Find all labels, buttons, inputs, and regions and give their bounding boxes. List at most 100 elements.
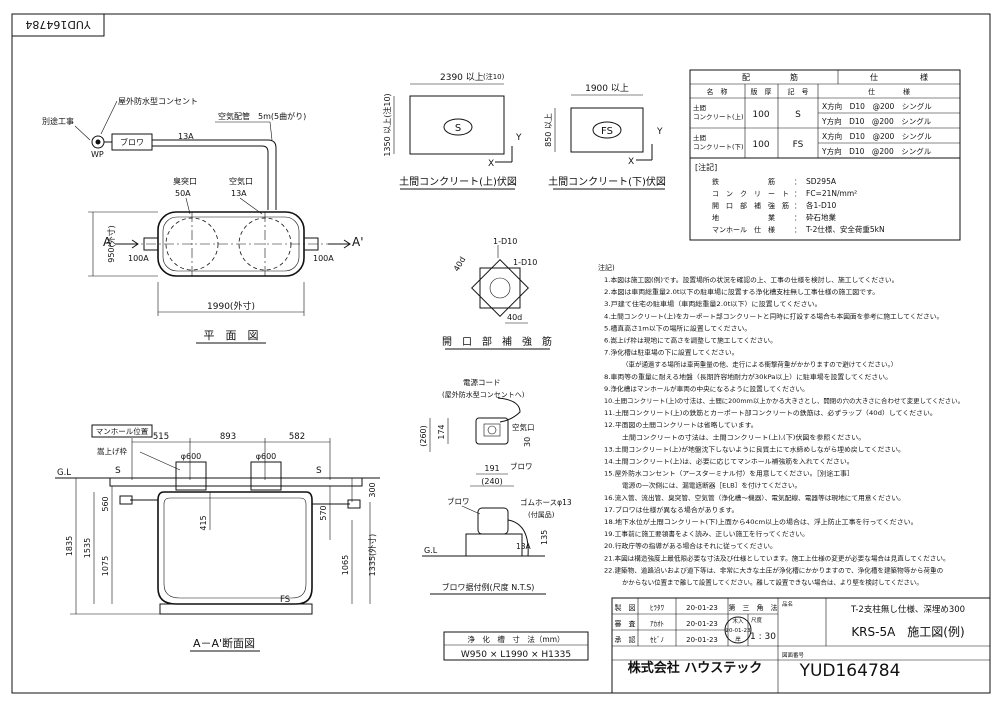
spec-note-colon: ： — [794, 178, 801, 186]
blower-base — [465, 533, 523, 557]
notes-list: 1.本図は施工図(例)です。設置場所の状況を確認の上、工事の仕様を検討し、施工し… — [604, 275, 964, 587]
tank-section-inner — [163, 497, 307, 599]
air-port-detail: 空気口 — [512, 422, 535, 432]
tb-projection: 第 三 角 法 — [729, 603, 778, 612]
spec-row1-name-a: 土間 — [693, 103, 706, 112]
slab-upper-width: 2390 以上 — [440, 72, 484, 83]
riser-1 — [175, 461, 207, 491]
cord-outlet: (屋外防水型コンセントへ) — [442, 390, 525, 399]
tb-r3-name: ｾﾋﾞﾉ — [650, 636, 664, 644]
reinforce-square-2 — [471, 259, 529, 317]
dim-174: 174 — [437, 424, 446, 439]
tb-r2-name: ｱｶｵﾄ — [650, 620, 664, 628]
spec-head-4: 様 — [920, 72, 928, 82]
note-item: 6.嵩上げ枠は現地にて高さを調整して施工してください。 — [604, 336, 777, 345]
dim-1990: 1990(外寸) — [207, 300, 255, 312]
outlet-note: 屋外防水型コンセント — [118, 96, 198, 106]
vent-leader — [185, 197, 191, 215]
air-port-leader — [239, 197, 263, 215]
dim-1065: 1065 — [341, 555, 350, 575]
air-pipe-route — [152, 139, 277, 210]
tb-company: 株式会社 ハウステック — [628, 660, 763, 676]
tb-r2-role: 審 査 — [615, 619, 636, 628]
detail-13a: 13A — [516, 542, 532, 551]
slab-lower-x: X — [628, 157, 634, 167]
doc-stamp-box — [11, 13, 105, 37]
fs-mark: FS — [280, 595, 290, 605]
spec-note-value: T-2仕様、安全荷重5kN — [805, 224, 885, 234]
spec-row1-y: Y方向 D10 @200 シングル — [821, 116, 932, 126]
outlet-pipe — [303, 237, 319, 251]
vent-size: 50A — [175, 189, 191, 198]
dim-30: 30 — [523, 437, 532, 447]
reinforce-40d-b: 40d — [507, 313, 522, 322]
tb-r3-date: 20-01-23 — [686, 636, 718, 644]
tb-stamp-date: 20-01-23 — [726, 628, 751, 634]
spec-row2-x: X方向 D10 @200 シングル — [822, 131, 932, 141]
dim-415: 415 — [199, 515, 208, 530]
spec-head-2: 筋 — [790, 72, 798, 82]
section-arrow-a — [115, 239, 139, 249]
dim-300: 300 — [368, 482, 377, 497]
cord-label: 電源コード — [463, 378, 501, 387]
dim-515: 515 — [153, 432, 169, 442]
slab-lower-axes — [636, 144, 653, 161]
section-pipes — [130, 499, 350, 505]
spec-note-key: 地 業 — [712, 213, 775, 222]
note-item: 3.戸建て住宅の駐車場（車両総重量2.0t以下）に設置してください。 — [604, 299, 822, 308]
tb-approval-stamp — [724, 616, 752, 644]
separate-work-leader — [74, 125, 91, 141]
section-mark-a-prime: A' — [352, 235, 364, 249]
tank-section-body — [157, 491, 313, 605]
tb-docno: YUD164784 — [799, 661, 901, 681]
spec-note-key: 鉄 筋 — [712, 177, 775, 186]
spec-row1-thick: 100 — [752, 110, 769, 120]
spec-row2-y: Y方向 D10 @200 シングル — [821, 146, 932, 156]
note-item: 19.工事前に施工要領書をよく読み、正しい施工を行ってください。 — [604, 529, 809, 538]
slab-upper-mark: S — [455, 123, 461, 134]
note-item: 18.地下水位が土間コンクリート(下)上面から40cm以上の場合は、浮上防止工事… — [604, 517, 918, 526]
plan-view: 屋外防水型コンセント 別途工事 WP ブロワ 空気配管 5m(5曲がり) 13A… — [42, 96, 364, 344]
dim-950: 950(外寸) — [106, 225, 116, 263]
slab-upper-title: 土間コンクリート(上)伏図 — [399, 175, 517, 188]
tb-stamp-label: 木入 — [732, 617, 744, 625]
spec-note-key: マンホール 仕 様 — [712, 225, 775, 234]
dim-1835: 1835 — [65, 536, 74, 556]
dims-box-title: 浄 化 槽 寸 法（mm） — [467, 634, 564, 644]
dim-1535: 1535 — [83, 538, 92, 558]
reinforce-40d-a: 40d — [452, 255, 467, 273]
manhole-pos-box — [91, 424, 153, 438]
slab-lower-height: 850 以上 — [544, 113, 553, 147]
spec-row1-mark: S — [795, 110, 801, 120]
slab-lower-width: 1900 以上 — [585, 83, 629, 94]
air-pipe-route-inner — [152, 145, 269, 210]
note-item: 11.土間コンクリート(上)の鉄筋とカーポート部コンクリートの鉄筋は、必ずラップ… — [604, 408, 937, 417]
slab-upper-axes — [495, 146, 513, 163]
dim-893: 893 — [220, 432, 236, 442]
s-mark-right: S — [316, 466, 322, 476]
slab-lower-y: Y — [656, 127, 663, 137]
spec-note-colon: ： — [794, 214, 801, 222]
note-item: 12.平面図の土間コンクリートは省略しています。 — [604, 420, 758, 429]
wp-label: WP — [91, 150, 104, 159]
section-inlet — [119, 495, 133, 505]
opening-reinforcement: 40d 1-D10 1-D10 40d 開 口 部 補 強 筋 — [442, 237, 552, 350]
note-item: 15.屋外防水コンセント（アースターミナル付）を用意してください。［別途工事］ — [604, 469, 854, 478]
doc-stamp-number: YUD164784 — [25, 18, 91, 31]
tb-r1-name: ﾋﾗﾀﾜ — [650, 604, 664, 612]
separate-work-label: 別途工事 — [42, 116, 74, 126]
slab-upper-mark-oval — [443, 118, 473, 136]
spec-note-value: FC=21N/mm² — [806, 189, 857, 198]
tb-scale: 1 : 30 — [750, 632, 776, 642]
sheet-border — [11, 13, 991, 694]
raise-frame-leader — [139, 451, 181, 471]
note-item: 13.土間コンクリート(上)が地盤沈下しないように良質土にて水締めしながら埋め戻… — [604, 444, 905, 453]
note-item: 電源の一次側には、漏電遮断器［ELB］を付けてください。 — [622, 481, 801, 490]
air-port-label: 空気口 — [229, 176, 253, 186]
slab-upper-height: 1350 以上(注10) — [382, 93, 392, 156]
wp-outlet-dot — [95, 139, 101, 145]
spec-note-value: SD295A — [806, 177, 837, 186]
reinforce-1d10-top: 1-D10 — [493, 237, 517, 246]
dim-1335: 1335(外寸) — [367, 534, 377, 577]
